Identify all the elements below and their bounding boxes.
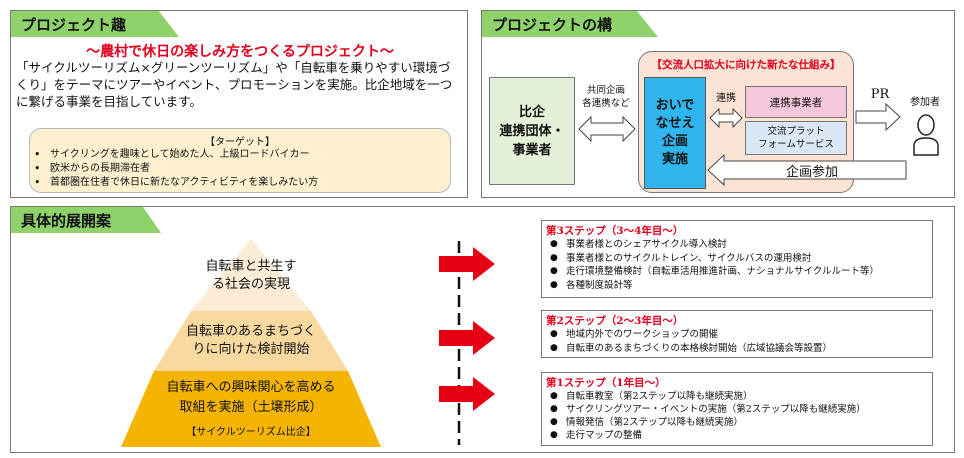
participant-label: 参加者	[910, 97, 940, 108]
partner-business-label: 連携事業者	[769, 96, 823, 109]
project-subtitle: ～農村で休日の楽しみ方をつくるプロジェクト～	[86, 44, 394, 60]
list-item: 自転車教室（第2ステップ以降も継続実施）	[546, 390, 928, 403]
list-item: 欧米からの長期滞在者	[30, 162, 450, 176]
step2-list: 地域内外でのワークショップの開催 自転車のあるまちづくりの本格検討開始（広域協議…	[546, 328, 928, 355]
step3-box: 第3ステップ（3～4年目～） 事業者様とのシェアサイクル導入検討 事業者様とのサ…	[541, 220, 933, 298]
list-item: 自転車のあるまちづくりの本格検討開始（広域協議会等設置）	[546, 342, 928, 356]
project-description: 「サイクルツーリズム×グリーンツーリズム」や「自転車を乗りやすい環境づくり」をテ…	[16, 60, 453, 109]
hiki-partners-label: 比企 連携団体・ 事業者	[499, 104, 565, 158]
target-title: 【ターゲット】	[205, 137, 275, 148]
project-purpose-panel: プロジェクト趣旨 ～農村で休日の楽しみ方をつくるプロジェクト～ 「サイクルツーリ…	[10, 10, 468, 198]
deployment-plan-panel: 具体的展開案 自転車と共生す る社会の実現 自転車のあるまちづく りに向けた検討…	[10, 206, 955, 453]
list-item: 事業者様とのシェアサイクル導入検討	[546, 238, 928, 252]
pr-arrow-icon	[855, 102, 901, 132]
list-item: 地域内外でのワークショップの開催	[546, 328, 928, 342]
step2-box: 第2ステップ（2～3年目～） 地域内外でのワークショップの開催 自転車のあるまち…	[541, 310, 933, 358]
hiki-partners-box: 比企 連携団体・ 事業者	[489, 77, 575, 185]
red-arrow-icon	[439, 247, 495, 281]
step1-list: 自転車教室（第2ステップ以降も継続実施） サイクリングツアー・イベントの実施（第…	[546, 390, 928, 442]
deployment-plan-tab: 具体的展開案	[11, 207, 161, 233]
joint-planning-label: 共同企画 各連携など	[582, 85, 630, 109]
pyramid-diagram	[121, 239, 381, 447]
list-item: 各種制度設計等	[546, 279, 928, 293]
platform-service-box: 交流プラット フォームサービス	[745, 121, 847, 155]
pyramid-middle-label: 自転車のあるまちづく りに向けた検討開始	[185, 324, 316, 357]
list-item: 走行環境整備検討（自転車活用推進計画、ナショナルサイクルルート等）	[546, 265, 928, 279]
plan-join-arrow-icon	[707, 153, 907, 187]
project-structure-panel: プロジェクトの構造 比企 連携団体・ 事業者 共同企画 各連携など 【交流人口拡…	[481, 10, 955, 198]
step3-title: 第3ステップ（3～4年目～）	[546, 225, 684, 237]
project-structure-tab: プロジェクトの構造	[482, 11, 658, 37]
pyramid-bottom-tier	[121, 371, 381, 447]
project-purpose-tab: プロジェクト趣旨	[11, 11, 179, 37]
double-arrow-icon	[578, 115, 636, 143]
list-item: サイクリングツアー・イベントの実施（第2ステップ以降も継続実施）	[546, 403, 928, 416]
platform-service-label: 交流プラット フォームサービス	[758, 126, 834, 150]
step3-list: 事業者様とのシェアサイクル導入検討 事業者様とのサイクルトレイン、サイクルバスの…	[546, 238, 928, 292]
partner-business-box: 連携事業者	[745, 86, 847, 118]
new-system-title: 【交流人口拡大に向けた新たな仕組み】	[651, 59, 841, 71]
oide-nasee-box: おいで なせえ 企画 実施	[644, 77, 706, 189]
renkei-label: 連携	[716, 93, 736, 104]
step1-box: 第1ステップ（1年目～） 自転車教室（第2ステップ以降も継続実施） サイクリング…	[541, 372, 933, 446]
person-icon	[913, 114, 939, 156]
target-list: サイクリングを趣味として始めた人、上級ロードバイカー 欧米からの長期滞在者 首都…	[30, 148, 450, 190]
plan-join-label: 企画参加	[785, 165, 838, 180]
pyramid-top-label: 自転車と共生す る社会の実現	[205, 259, 297, 292]
list-item: サイクリングを趣味として始めた人、上級ロードバイカー	[30, 148, 450, 162]
small-double-arrow-icon	[709, 107, 743, 129]
red-arrow-icon	[439, 321, 495, 355]
target-box: 【ターゲット】 サイクリングを趣味として始めた人、上級ロードバイカー 欧米からの…	[29, 128, 451, 193]
pr-label: PR	[870, 87, 890, 102]
list-item: 情報発信（第2ステップ以降も継続実施）	[546, 416, 928, 429]
list-item: 事業者様とのサイクルトレイン、サイクルバスの運用検討	[546, 252, 928, 266]
list-item: 首都圏在住者で休日に新たなアクティビティを楽しみたい方	[30, 176, 450, 190]
pyramid-bottom-note: 【サイクルツーリズム比企】	[186, 427, 316, 438]
pyramid-bottom-label: 自転車への興味関心を高める 取組を実施（土壌形成）	[166, 380, 336, 415]
list-item: 走行マップの整備	[546, 429, 928, 442]
red-arrow-icon	[439, 377, 495, 411]
pyramid-middle-tier	[154, 311, 348, 371]
step1-title: 第1ステップ（1年目～）	[546, 377, 666, 389]
pyramid-top-tier	[191, 239, 311, 311]
step2-title: 第2ステップ（2～3年目～）	[546, 315, 684, 327]
oide-nasee-label: おいで なせえ 企画 実施	[655, 98, 695, 167]
